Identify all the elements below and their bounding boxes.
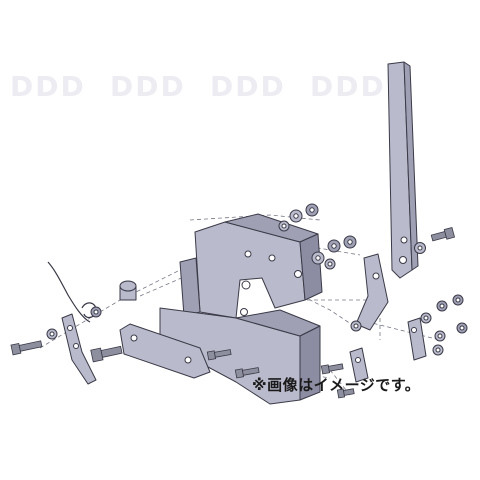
watermark-3: DDD: [210, 70, 286, 103]
watermark-4: DDD: [310, 70, 386, 103]
image-disclaimer-caption: ※画像はイメージです。: [252, 376, 421, 394]
watermark-1: DDD: [10, 70, 86, 103]
watermark-2: DDD: [110, 70, 186, 103]
upper-blade: [119, 323, 211, 379]
collar: [119, 280, 137, 301]
nuts-and-washers: [46, 203, 468, 356]
main-frame: [159, 213, 323, 405]
spring: [47, 261, 97, 323]
handle-lever: [387, 61, 419, 279]
link-bracket-right: [349, 253, 427, 383]
bolts: [10, 226, 456, 399]
link-plate-left: [61, 313, 97, 385]
